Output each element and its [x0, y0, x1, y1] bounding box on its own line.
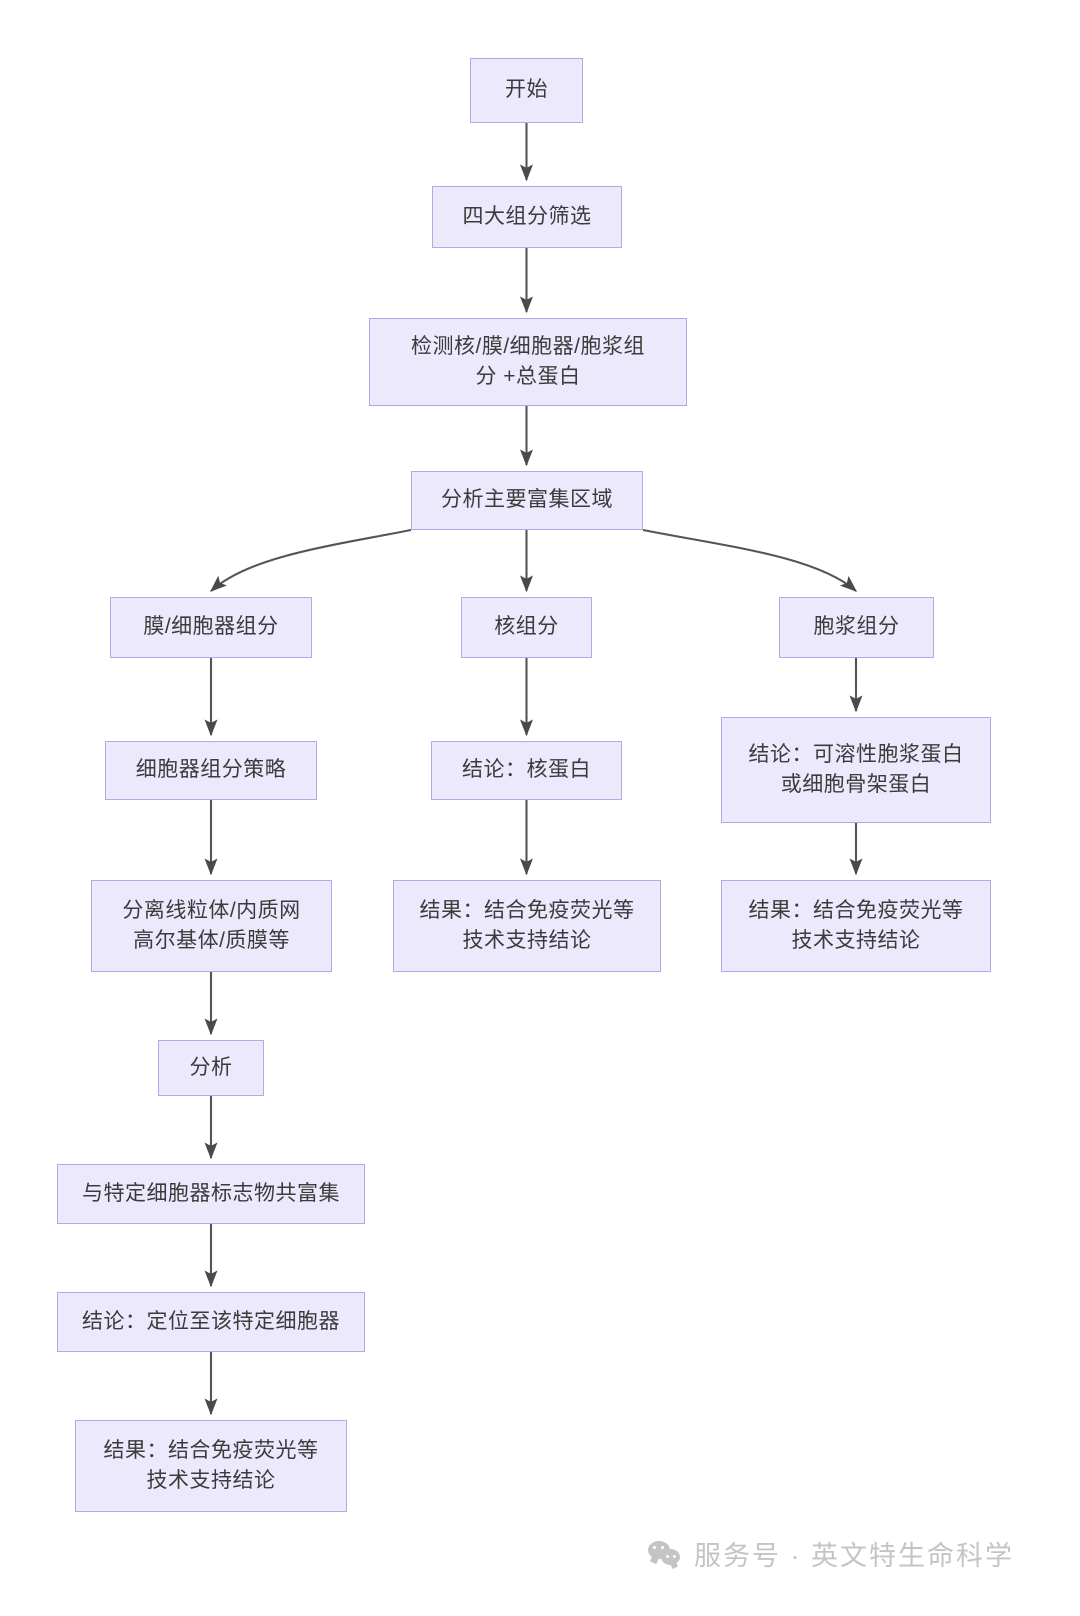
node-nuclear-fraction[interactable]: 核组分: [461, 597, 592, 658]
wechat-icon: [648, 1539, 682, 1569]
node-analyze[interactable]: 分析: [158, 1040, 264, 1096]
node-conclusion-nuclear-protein[interactable]: 结论：核蛋白: [431, 741, 622, 800]
node-separate-organelles[interactable]: 分离线粒体/内质网 高尔基体/质膜等: [91, 880, 332, 972]
node-analyze-main-enrichment[interactable]: 分析主要富集区域: [411, 471, 643, 530]
edge-analyze-main-to-cytosol: [642, 528, 857, 592]
node-organelle-fraction-strategy[interactable]: 细胞器组分策略: [105, 741, 317, 800]
node-conclusion-localized-to-organelle[interactable]: 结论：定位至该特定细胞器: [57, 1292, 365, 1352]
node-start[interactable]: 开始: [470, 58, 583, 123]
node-coenrich-with-organelle-marker[interactable]: 与特定细胞器标志物共富集: [57, 1164, 365, 1224]
edge-analyze-main-to-membrane: [210, 528, 412, 592]
node-detect-fractions[interactable]: 检测核/膜/细胞器/胞浆组 分 +总蛋白: [369, 318, 687, 406]
node-result-organelle-if-support[interactable]: 结果：结合免疫荧光等 技术支持结论: [75, 1420, 347, 1512]
watermark: 服务号 · 英文特生命科学: [648, 1534, 1014, 1573]
node-result-nuclear-if-support[interactable]: 结果：结合免疫荧光等 技术支持结论: [393, 880, 661, 972]
node-result-cytosolic-if-support[interactable]: 结果：结合免疫荧光等 技术支持结论: [721, 880, 991, 972]
node-four-component-screening[interactable]: 四大组分筛选: [432, 186, 622, 248]
node-cytosolic-fraction[interactable]: 胞浆组分: [779, 597, 934, 658]
node-conclusion-soluble-cytosolic-protein[interactable]: 结论：可溶性胞浆蛋白 或细胞骨架蛋白: [721, 717, 991, 823]
node-membrane-organelle-fraction[interactable]: 膜/细胞器组分: [110, 597, 312, 658]
watermark-text: 服务号 · 英文特生命科学: [694, 1541, 1014, 1571]
